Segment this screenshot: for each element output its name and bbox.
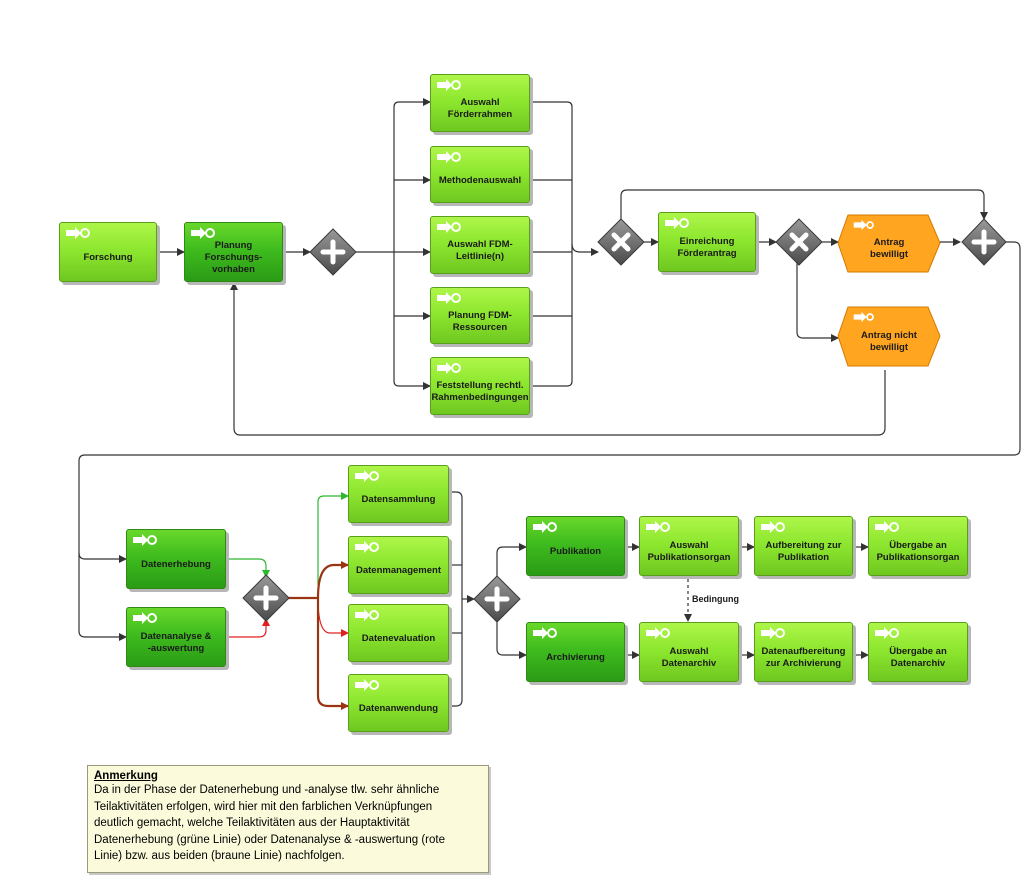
task-label: Datenaufbereitung zur Archivierung (761, 646, 846, 669)
process-icon (133, 534, 157, 546)
note-line: Linie) bzw. aus beiden (braune Linie) na… (94, 850, 345, 862)
task-label: Methodenauswahl (438, 174, 522, 186)
event-shape-bewilligt (837, 214, 941, 273)
task-forschung[interactable]: Forschung (59, 222, 157, 282)
note-line: Datenerhebung (grüne Linie) oder Datenan… (94, 833, 445, 846)
process-icon (533, 627, 557, 639)
task-publikation[interactable]: Publikation (526, 516, 625, 576)
task-aufbereitung-publikation[interactable]: Aufbereitung zur Publikation (754, 516, 853, 576)
task-label: Feststellung rechtl. Rahmenbedingungen (431, 380, 529, 403)
process-icon (437, 151, 461, 163)
process-icon (437, 221, 461, 233)
note-line: Teilaktivitäten erfolgen, wird hier mit … (94, 800, 433, 813)
process-icon (355, 609, 379, 621)
gateway-xor-2 (775, 218, 823, 266)
task-methodenauswahl[interactable]: Methodenauswahl (430, 146, 530, 203)
event-antrag-nicht-bewilligt[interactable]: Antrag nicht bewilligt (838, 307, 940, 366)
task-feststellung-rahmenbedingungen[interactable]: Feststellung rechtl. Rahmenbedingungen (430, 357, 530, 415)
task-datensammlung[interactable]: Datensammlung (348, 465, 449, 523)
task-auswahl-datenarchiv[interactable]: Auswahl Datenarchiv (639, 622, 739, 682)
condition-label: Bedingung (692, 594, 739, 604)
task-label: Übergabe an Publikationsorgan (876, 540, 960, 563)
process-icon (66, 227, 90, 239)
process-icon (875, 627, 899, 639)
task-uebergabe-datenarchiv[interactable]: Übergabe an Datenarchiv (868, 622, 968, 682)
task-datenaufbereitung-archivierung[interactable]: Datenaufbereitung zur Archivierung (754, 622, 853, 682)
task-label: Übergabe an Datenarchiv (889, 646, 947, 669)
event-label: Antrag bewilligt (870, 236, 908, 260)
note-title: Anmerkung (94, 770, 158, 782)
task-label: Einreichung Förderantrag (677, 236, 737, 259)
task-label: Planung FDM- Ressourcen (448, 309, 512, 333)
task-planung-forschungsvorhaben[interactable]: Planung Forschungs- vorhaben (184, 222, 283, 282)
task-label: Datenmanagement (356, 565, 441, 576)
process-icon (437, 79, 461, 91)
event-icon (853, 311, 874, 323)
process-icon (355, 541, 379, 553)
task-label: Aufbereitung zur Publikation (765, 540, 842, 563)
task-label: Datenerhebung (141, 559, 211, 570)
task-label: Datensammlung (361, 494, 436, 505)
task-datenevaluation[interactable]: Datenevaluation (348, 604, 449, 662)
task-auswahl-fdm-leitlinie[interactable]: Auswahl FDM- Leitlinie(n) (430, 216, 530, 274)
annotation-note: Anmerkung Da in der Phase der Datenerheb… (87, 765, 489, 873)
task-einreichung-foerderantrag[interactable]: Einreichung Förderantrag (658, 212, 756, 272)
gateway-and-1 (309, 228, 357, 276)
gateway-and-4 (473, 575, 521, 623)
task-label: Archivierung (546, 652, 605, 663)
task-label: Publikation (549, 546, 602, 557)
task-label: Auswahl Förderrahmen (447, 97, 513, 120)
process-icon (191, 227, 215, 239)
task-uebergabe-publikationsorgan[interactable]: Übergabe an Publikationsorgan (868, 516, 968, 576)
process-icon (355, 679, 379, 691)
gateway-xor-1 (597, 218, 645, 266)
task-archivierung[interactable]: Archivierung (526, 622, 625, 682)
gateway-and-2 (961, 218, 1007, 266)
task-datenmanagement[interactable]: Datenmanagement (348, 536, 449, 594)
process-icon (133, 612, 157, 624)
task-label: Auswahl Publikationsorgan (647, 540, 731, 563)
task-datenanalyse[interactable]: Datenanalyse & -auswertung (126, 607, 226, 667)
task-label: Datenevaluation (361, 633, 436, 644)
process-icon (761, 627, 785, 639)
note-line: deutlich gemacht, welche Teilaktivitäten… (94, 817, 410, 829)
task-label: Auswahl FDM- Leitlinie(n) (447, 239, 513, 262)
task-label: Datenanwendung (358, 703, 439, 714)
event-antrag-bewilligt[interactable]: Antrag bewilligt (838, 215, 940, 272)
task-datenerhebung[interactable]: Datenerhebung (126, 529, 226, 589)
event-icon (853, 219, 874, 231)
note-line: Da in der Phase der Datenerhebung und -a… (94, 784, 440, 796)
task-label: Forschung (83, 252, 133, 263)
process-icon (437, 362, 461, 374)
task-planung-fdm-ressourcen[interactable]: Planung FDM- Ressourcen (430, 287, 530, 344)
gateway-and-3 (242, 574, 290, 622)
process-icon (437, 292, 461, 304)
process-icon (646, 521, 670, 533)
event-shape-nicht-bewilligt (837, 306, 941, 367)
process-icon (761, 521, 785, 533)
process-icon (875, 521, 899, 533)
task-label: Datenanalyse & -auswertung (140, 631, 212, 654)
task-datenanwendung[interactable]: Datenanwendung (348, 674, 449, 732)
process-icon (646, 627, 670, 639)
task-label: Auswahl Datenarchiv (661, 646, 717, 669)
process-icon (533, 521, 557, 533)
process-icon (665, 217, 689, 229)
event-label: Antrag nicht bewilligt (861, 329, 917, 353)
task-label: Planung Forschungs- vorhaben (204, 240, 263, 275)
task-auswahl-publikationsorgan[interactable]: Auswahl Publikationsorgan (639, 516, 739, 576)
process-icon (355, 470, 379, 482)
task-auswahl-foerderrahmen[interactable]: Auswahl Förderrahmen (430, 74, 530, 132)
